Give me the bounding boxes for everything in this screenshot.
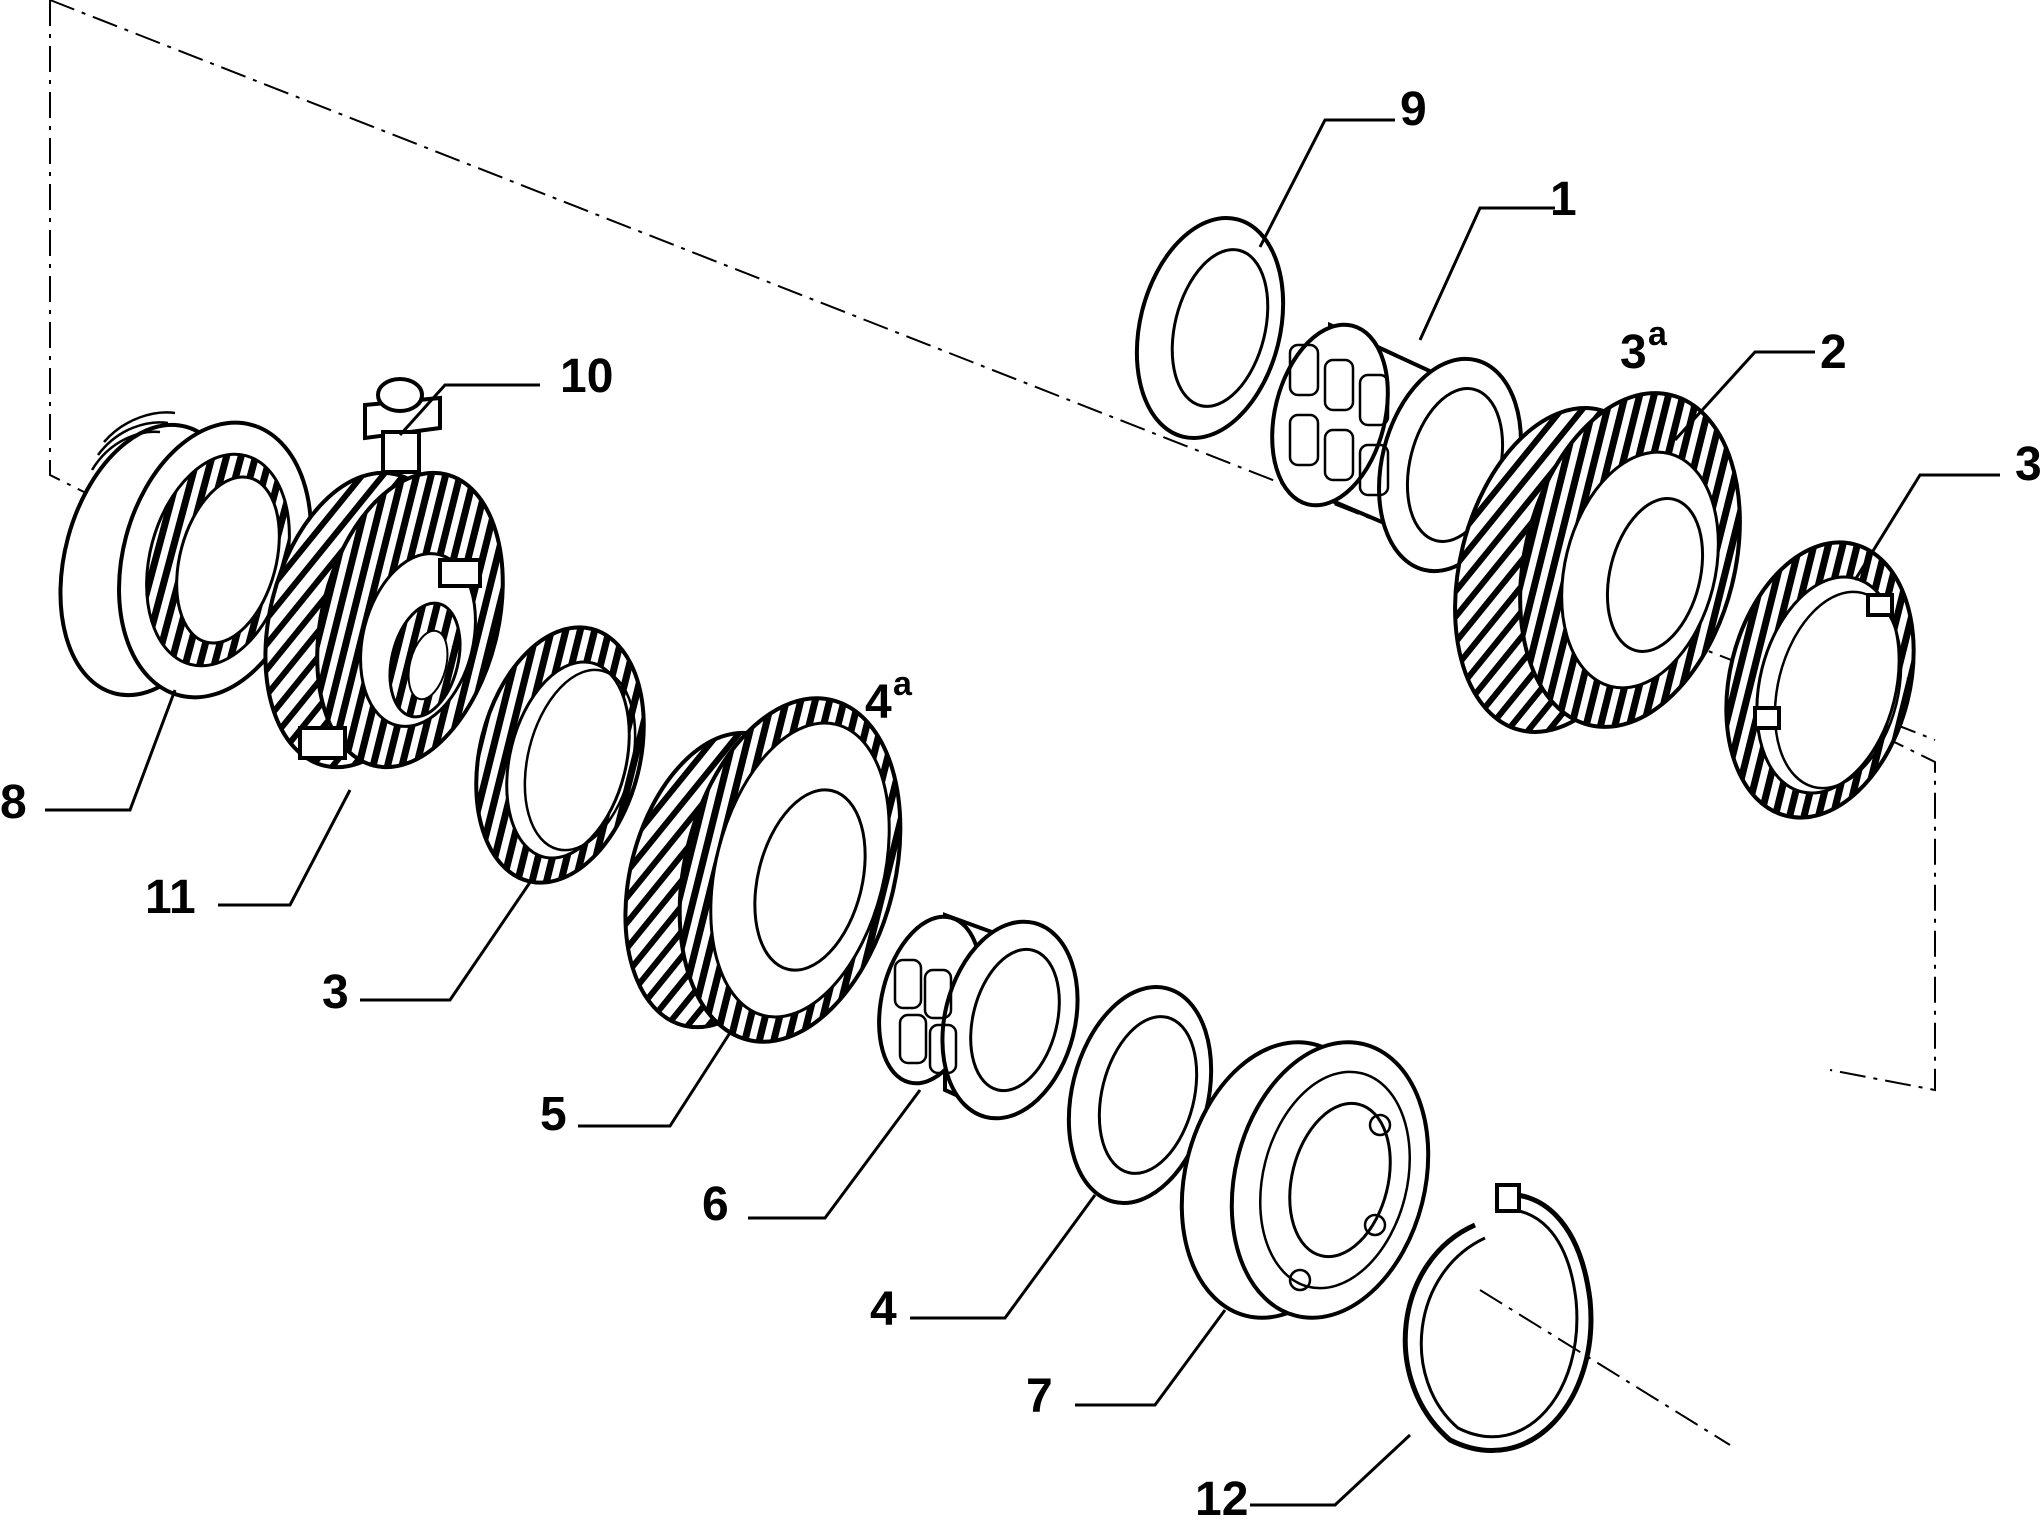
label-part-9: 9 [1400, 83, 1427, 136]
label-part-10: 10 [560, 350, 613, 403]
part-5-fourth-gear [623, 696, 903, 1044]
svg-text:4: 4 [865, 676, 892, 729]
label-part-12: 12 [1195, 1473, 1248, 1520]
part-8-sleeve [58, 411, 313, 700]
label-part-7: 7 [1026, 1370, 1053, 1423]
mark-third-gear-group: 3 a [1620, 315, 1668, 379]
svg-text:a: a [1648, 315, 1668, 353]
svg-text:3: 3 [1620, 326, 1647, 379]
part-9-washer [1134, 216, 1286, 440]
label-part-2: 2 [1820, 326, 1847, 379]
label-part-1: 1 [1550, 173, 1577, 226]
part-3-right-synchro-ring [1724, 540, 1916, 820]
part-7-ball-bearing [1179, 1040, 1431, 1320]
leader-lines [45, 118, 2000, 1507]
part-11-synchro-hub [263, 470, 505, 770]
part-10-plunger [363, 377, 442, 474]
label-part-6: 6 [702, 1178, 729, 1231]
label-part-5: 5 [540, 1088, 567, 1141]
label-part-11: 11 [145, 871, 196, 924]
label-part-3-right: 3 [2015, 438, 2042, 491]
label-part-8: 8 [0, 776, 27, 829]
mark-fourth-gear-group: 4 a [865, 665, 913, 729]
part-12-snap-ring [1402, 1183, 1594, 1453]
label-part-3-left: 3 [322, 966, 349, 1019]
part-1-needle-bearing [1270, 321, 1523, 574]
part-6-needle-bearing [877, 912, 1080, 1121]
label-part-4: 4 [870, 1283, 897, 1336]
part-3-left-synchro-ring [474, 625, 646, 885]
part-2-third-gear [1453, 391, 1742, 734]
part-4-washer [1066, 985, 1214, 1205]
svg-text:a: a [893, 665, 913, 703]
